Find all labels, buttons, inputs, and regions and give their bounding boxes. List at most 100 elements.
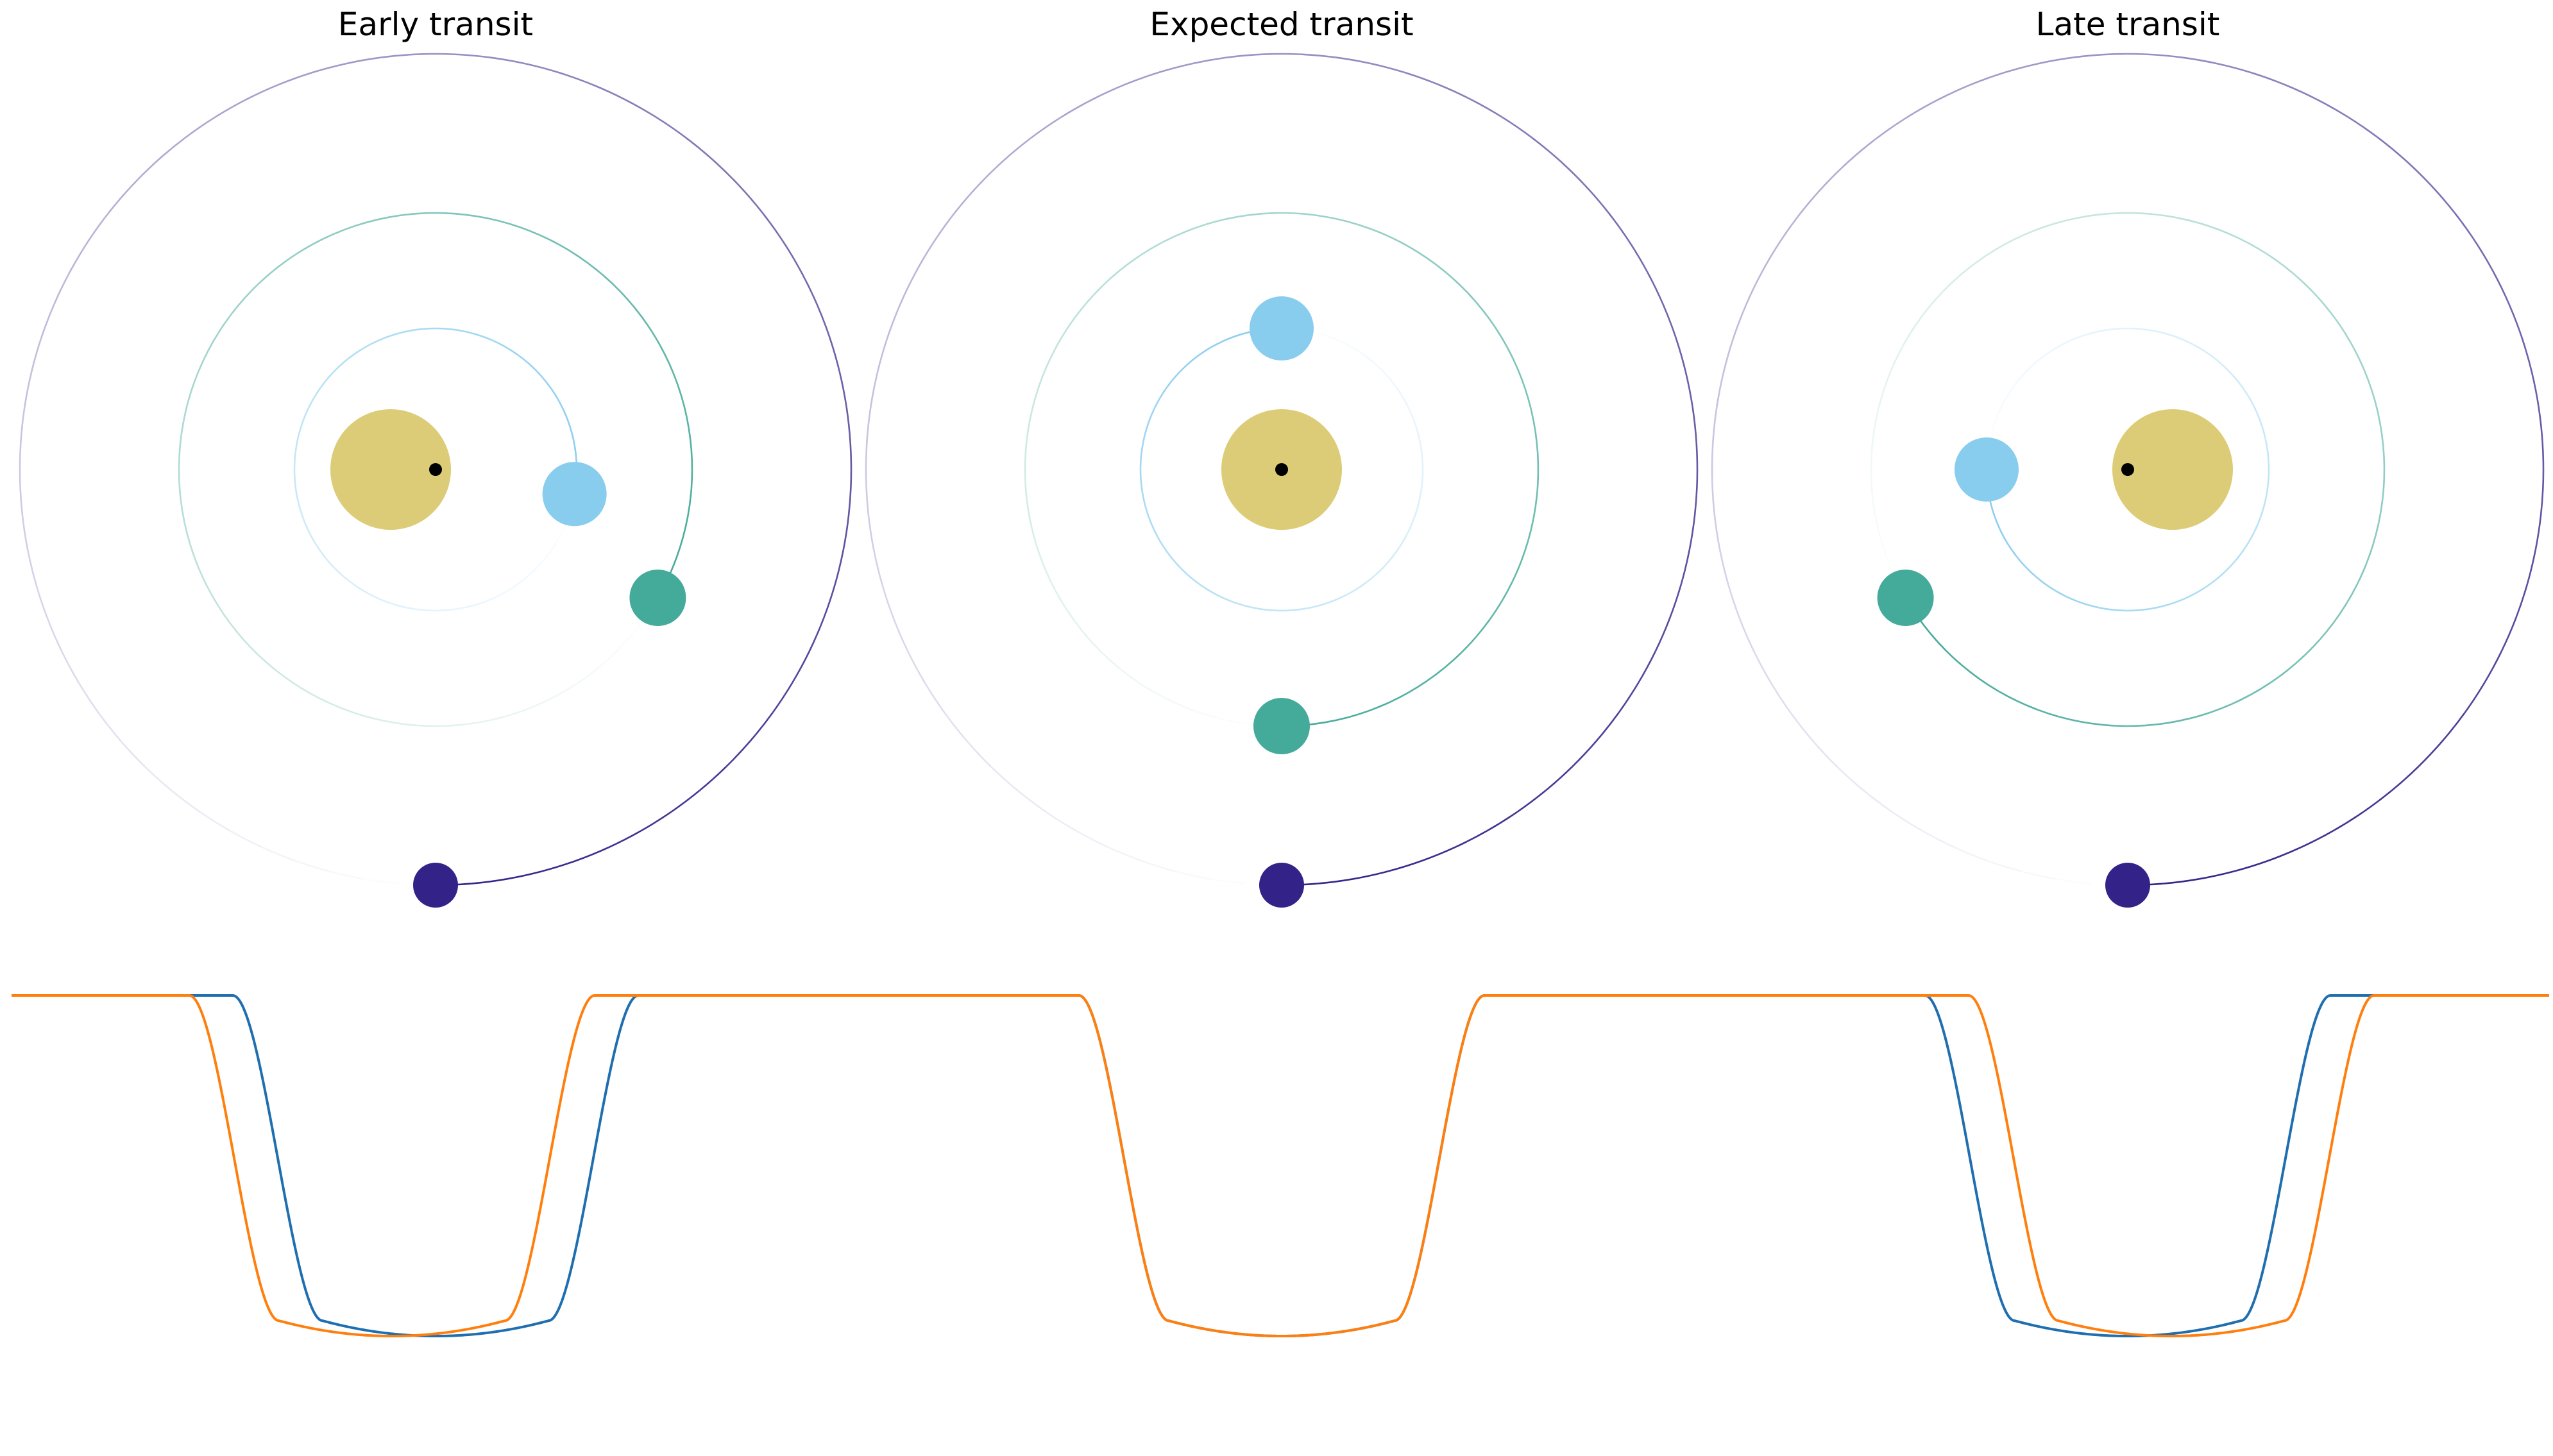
early-inner-orbit-segment: [294, 439, 299, 452]
late-inner-orbit-segment: [2246, 533, 2254, 545]
late-middle-orbit-segment: [1870, 448, 1873, 471]
late-middle-orbit-segment: [2269, 669, 2289, 684]
early-outer-orbit-segment: [312, 62, 348, 74]
expected-outer-orbit-segment: [1210, 879, 1245, 883]
early-middle-orbit-segment: [352, 711, 374, 720]
early-outer-orbit-segment: [246, 83, 280, 101]
late-outer-orbit-segment: [2146, 53, 2182, 58]
expected-middle-orbit-segment: [1426, 666, 1445, 682]
early-outer-orbit-segment: [60, 650, 80, 683]
expected-middle-orbit-segment: [1378, 231, 1400, 242]
expected-outer-orbit-segment: [1192, 56, 1229, 65]
late-inner-orbit-segment: [2044, 347, 2057, 356]
late-middle-orbit-segment: [1871, 493, 1876, 516]
planet-middle: [1253, 698, 1310, 754]
early-inner-orbit-segment: [573, 445, 577, 458]
expected-inner-orbit-segment: [1419, 442, 1423, 455]
expected-middle-orbit-segment: [1489, 600, 1503, 620]
expected-outer-orbit-segment: [1684, 371, 1693, 408]
late-middle-orbit-segment: [2055, 217, 2077, 224]
early-inner-orbit-segment: [329, 563, 339, 573]
late-inner-orbit-segment: [2172, 335, 2185, 341]
expected-outer-orbit-segment: [1175, 871, 1210, 879]
late-inner-orbit-segment: [2184, 339, 2196, 346]
late-inner-orbit-segment: [2149, 329, 2162, 334]
expected-inner-orbit-segment: [1407, 407, 1414, 419]
barycenter-dot: [429, 463, 442, 476]
expected-inner-orbit-segment: [1412, 419, 1418, 431]
lightcurve-observed: [12, 994, 2549, 1337]
early-middle-orbit-segment: [529, 230, 550, 241]
early-outer-orbit-segment: [19, 442, 22, 478]
expected-middle-orbit-segment: [1034, 539, 1043, 562]
late-outer-orbit-segment: [2362, 790, 2393, 813]
late-inner-orbit-segment: [2239, 544, 2248, 555]
early-inner-orbit-segment: [309, 533, 317, 545]
late-inner-orbit-segment: [2004, 389, 2012, 400]
early-outer-orbit-segment: [30, 337, 42, 372]
late-middle-orbit-segment: [1893, 344, 1905, 364]
expected-inner-orbit-segment: [1318, 332, 1330, 338]
early-inner-orbit-segment: [293, 450, 297, 463]
late-outer-orbit-segment: [2181, 56, 2217, 65]
expected-outer-orbit-segment: [1531, 137, 1560, 161]
early-middle-orbit-segment: [178, 478, 182, 501]
early-middle-orbit-segment: [315, 232, 336, 244]
late-inner-orbit-segment: [2010, 548, 2020, 560]
late-middle-orbit-segment: [2146, 722, 2168, 727]
early-middle-orbit-segment: [377, 214, 400, 221]
late-outer-orbit-segment: [2056, 879, 2091, 883]
late-outer-orbit-segment: [2540, 478, 2545, 514]
expected-inner-orbit-segment: [1211, 340, 1223, 348]
early-inner-orbit-segment: [474, 333, 487, 339]
early-middle-orbit-segment: [675, 536, 684, 559]
early-outer-orbit-segment: [592, 83, 626, 101]
late-middle-orbit-segment: [2164, 214, 2187, 221]
expected-inner-orbit-segment: [1145, 418, 1151, 431]
expected-middle-orbit-segment: [1501, 581, 1513, 602]
late-inner-orbit-segment: [2214, 571, 2225, 581]
expected-inner-orbit-segment: [1384, 556, 1393, 567]
early-inner-orbit-segment: [535, 559, 545, 570]
expected-middle-orbit-segment: [1060, 600, 1074, 620]
expected-outer-orbit-segment: [892, 617, 908, 651]
late-outer-orbit-segment: [2021, 871, 2056, 879]
late-outer-orbit-segment: [2474, 241, 2495, 273]
early-inner-orbit-segment: [414, 608, 427, 611]
early-inner-orbit-segment: [309, 394, 317, 405]
late-middle-orbit-segment: [1928, 291, 1944, 309]
expected-outer-orbit-segment: [881, 583, 894, 618]
late-middle-orbit-segment: [2345, 584, 2358, 605]
early-outer-orbit-segment: [329, 871, 364, 879]
early-middle-orbit-segment: [394, 722, 418, 727]
late-inner-orbit-segment: [2232, 375, 2241, 385]
early-outer-orbit-segment: [782, 241, 802, 273]
expected-outer-orbit-segment: [915, 241, 935, 273]
late-outer-orbit-segment: [1727, 583, 1740, 618]
late-outer-orbit-segment: [2377, 137, 2406, 161]
early-middle-orbit-segment: [416, 724, 439, 727]
expected-inner-orbit-segment: [1263, 608, 1276, 612]
early-inner-orbit-segment: [304, 404, 311, 416]
early-outer-orbit-segment: [845, 407, 851, 443]
late-outer-orbit-segment: [1849, 137, 1879, 161]
late-middle-orbit-segment: [1903, 325, 1917, 345]
expected-outer-orbit-segment: [1638, 650, 1657, 683]
expected-inner-orbit-segment: [1380, 368, 1389, 378]
expected-middle-orbit-segment: [1314, 214, 1337, 220]
expected-middle-orbit-segment: [1031, 387, 1039, 410]
expected-middle-orbit-segment: [1117, 666, 1137, 682]
early-inner-orbit-segment: [348, 350, 359, 359]
expected-outer-orbit-segment: [1228, 53, 1264, 58]
expected-inner-orbit-segment: [1287, 608, 1300, 612]
expected-outer-orbit-segment: [1692, 407, 1697, 443]
expected-middle-orbit-segment: [1226, 214, 1249, 220]
early-inner-orbit-segment: [391, 331, 403, 337]
expected-outer-orbit-segment: [872, 548, 883, 584]
late-inner-orbit-segment: [2004, 538, 2012, 550]
early-outer-orbit-segment: [382, 53, 418, 58]
expected-middle-orbit-segment: [1482, 310, 1497, 330]
expected-inner-orbit-segment: [1414, 502, 1420, 515]
expected-inner-orbit-segment: [1251, 606, 1264, 611]
early-middle-orbit-segment: [659, 344, 670, 365]
